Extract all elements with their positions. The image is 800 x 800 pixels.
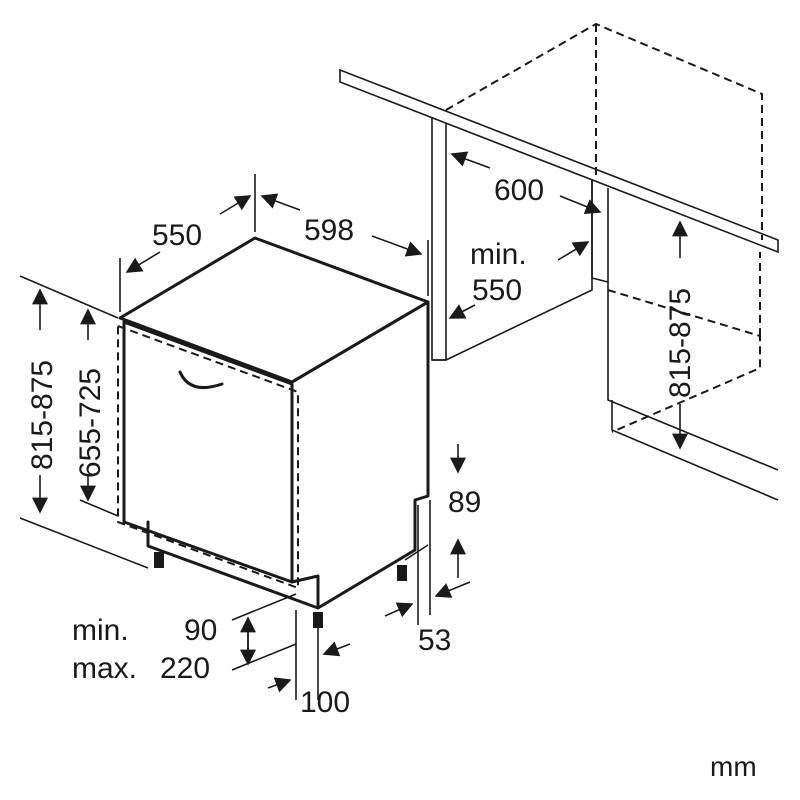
niche-depth-min-label: min. <box>470 238 527 271</box>
foot-front-left <box>154 552 164 568</box>
plinth-min-value: 90 <box>184 614 217 647</box>
unit-label: mm <box>710 751 757 782</box>
door-handle <box>178 370 224 389</box>
base <box>146 520 320 610</box>
height-outer-label: 815-875 <box>26 360 59 470</box>
plinth-bottom-label: 53 <box>418 624 451 657</box>
niche-outline <box>445 22 763 240</box>
side-face <box>290 300 430 610</box>
plinth-top-label: 89 <box>448 486 481 519</box>
plinth-max-label: max. <box>72 652 137 685</box>
left-cabinet-side <box>431 118 447 361</box>
depth-label: 550 <box>152 219 202 252</box>
niche-width-label: 600 <box>494 174 544 207</box>
dimension-labels: 550 598 600 min. 550 815-875 655-725 815… <box>26 174 757 782</box>
niche-depth-value-label: 550 <box>472 274 522 307</box>
dishwasher-body <box>117 236 430 628</box>
plinth-min-label: min. <box>72 614 129 647</box>
plinth-max-value: 220 <box>160 652 210 685</box>
foot-back-right <box>397 565 407 581</box>
top-face <box>118 236 430 384</box>
right-cabinet-side <box>591 180 609 284</box>
height-inner-label: 655-725 <box>74 368 107 478</box>
niche-height-label: 815-875 <box>664 288 697 398</box>
foot-depth-label: 100 <box>300 686 350 719</box>
dimension-lines <box>19 151 688 700</box>
door-panel-outline <box>117 324 299 590</box>
width-label: 598 <box>304 214 354 247</box>
countertop <box>339 68 779 254</box>
cabinet-niche <box>339 22 779 501</box>
